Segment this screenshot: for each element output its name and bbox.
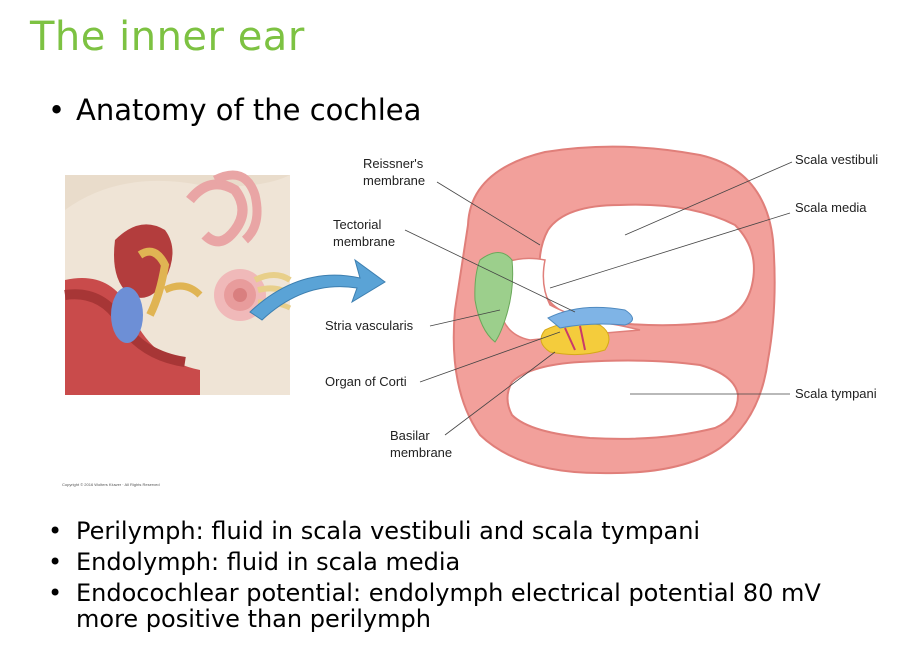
bullet-text: Anatomy of the cochlea bbox=[76, 93, 421, 127]
bullet-text-continued: more positive than perilymph bbox=[76, 605, 431, 633]
bullet-dot: • bbox=[48, 518, 62, 544]
bullet-dot: • bbox=[48, 549, 62, 575]
bullet-dot: • bbox=[48, 580, 62, 606]
label-stria-vascularis: Stria vascularis bbox=[325, 318, 414, 333]
cochlea-cross-section bbox=[454, 147, 775, 473]
label-basilar-2: membrane bbox=[390, 445, 452, 460]
label-tectorial-2: membrane bbox=[333, 234, 395, 249]
bullet-endolymph: • Endolymph: fluid in scala media bbox=[76, 549, 460, 575]
label-basilar-1: Basilar bbox=[390, 428, 430, 443]
label-tectorial-1: Tectorial bbox=[333, 217, 382, 232]
bullet-text: Endolymph: fluid in scala media bbox=[76, 548, 460, 576]
label-scala-tympani: Scala tympani bbox=[795, 386, 877, 401]
copyright-text: Copyright © 2016 Wolters Kluwer · All Ri… bbox=[62, 482, 160, 487]
slide-title: The inner ear bbox=[30, 14, 305, 60]
bullet-endocochlear: • Endocochlear potential: endolymph elec… bbox=[76, 580, 821, 632]
label-organ-of-corti: Organ of Corti bbox=[325, 374, 407, 389]
bullet-text: Endocochlear potential: endolymph electr… bbox=[76, 579, 821, 607]
label-reissners-2: membrane bbox=[363, 173, 425, 188]
label-reissners-1: Reissner's bbox=[363, 156, 424, 171]
bullet-anatomy: • Anatomy of the cochlea bbox=[76, 95, 421, 125]
bullet-perilymph: • Perilymph: fluid in scala vestibuli an… bbox=[76, 518, 700, 544]
ear-anatomy-illustration bbox=[65, 175, 290, 395]
cochlea-figure: Copyright © 2016 Wolters Kluwer · All Ri… bbox=[0, 130, 913, 500]
label-scala-vestibuli: Scala vestibuli bbox=[795, 152, 878, 167]
label-scala-media: Scala media bbox=[795, 200, 867, 215]
bullet-dot: • bbox=[48, 95, 65, 125]
bullet-text: Perilymph: fluid in scala vestibuli and … bbox=[76, 517, 700, 545]
